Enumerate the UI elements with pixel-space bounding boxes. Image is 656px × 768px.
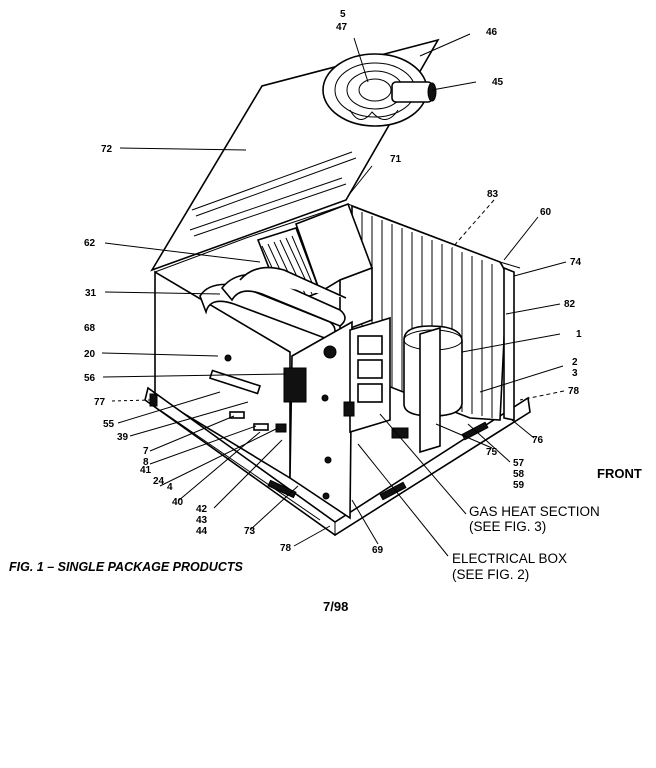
heat-exchanger-tubes	[199, 266, 347, 341]
label-82: 82	[564, 299, 576, 310]
label-55: 55	[103, 419, 115, 430]
label-5: 5	[340, 9, 346, 20]
front-label: FRONT	[597, 466, 642, 481]
label-83: 83	[487, 189, 499, 200]
label-58: 58	[513, 469, 525, 480]
label-1: 1	[576, 329, 582, 340]
date-code: 7/98	[323, 599, 348, 614]
part-labels: 5 47 46 45 72 71 83 60 62 74 31 82 68 1 …	[84, 9, 582, 556]
electrical-box	[343, 316, 409, 439]
label-60: 60	[540, 207, 552, 218]
label-7: 7	[143, 446, 149, 457]
label-20: 20	[84, 349, 96, 360]
section-callouts: GAS HEAT SECTION (SEE FIG. 3) ELECTRICAL…	[452, 504, 600, 582]
label-24: 24	[153, 476, 165, 487]
label-78-bottom: 78	[280, 543, 292, 554]
label-72: 72	[101, 144, 113, 155]
gas-heat-callout-ref: (SEE FIG. 3)	[469, 519, 546, 534]
label-57: 57	[513, 458, 525, 469]
label-41: 41	[140, 465, 152, 476]
label-46: 46	[486, 27, 498, 38]
label-59: 59	[513, 480, 525, 491]
label-2: 2	[572, 357, 578, 368]
label-68: 68	[84, 323, 96, 334]
label-47: 47	[336, 22, 348, 33]
label-56: 56	[84, 373, 96, 384]
gas-heat-section-panel	[283, 320, 353, 520]
electrical-callout-ref: (SEE FIG. 2)	[452, 567, 529, 582]
label-3: 3	[572, 368, 578, 379]
figure-title: FIG. 1 – SINGLE PACKAGE PRODUCTS	[9, 560, 243, 574]
label-74: 74	[570, 257, 582, 268]
gas-heat-callout-title: GAS HEAT SECTION	[469, 504, 600, 519]
electrical-callout-title: ELECTRICAL BOX	[452, 551, 567, 566]
label-77: 77	[94, 397, 106, 408]
partition-panel	[419, 326, 441, 454]
label-44: 44	[196, 526, 208, 537]
label-78-right: 78	[568, 386, 580, 397]
label-62: 62	[84, 238, 96, 249]
label-45: 45	[492, 77, 504, 88]
control-parts	[149, 354, 287, 433]
label-71: 71	[390, 154, 402, 165]
label-73: 73	[244, 526, 256, 537]
condenser-fan	[322, 53, 437, 127]
label-31: 31	[85, 288, 97, 299]
label-8: 8	[143, 457, 149, 468]
leader-lines	[101, 33, 567, 557]
label-39: 39	[117, 432, 129, 443]
label-76: 76	[532, 435, 544, 446]
label-69: 69	[372, 545, 384, 556]
label-42: 42	[196, 504, 208, 515]
label-43: 43	[196, 515, 208, 526]
label-40: 40	[172, 497, 184, 508]
label-4: 4	[167, 482, 173, 493]
blower-divider	[294, 202, 374, 334]
label-75: 75	[486, 447, 498, 458]
